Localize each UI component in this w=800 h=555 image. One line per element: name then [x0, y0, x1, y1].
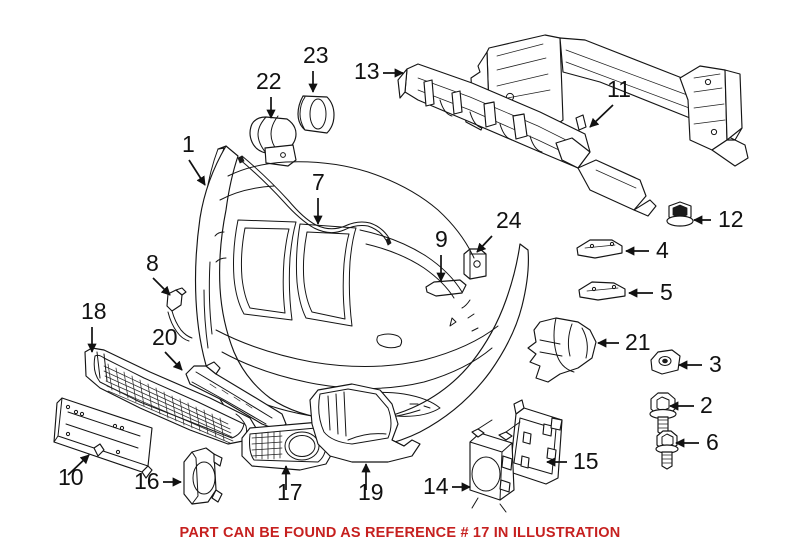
part-side-support-rail [185, 361, 295, 439]
callout-number-19[interactable]: 19 [358, 479, 384, 505]
callout-number-22[interactable]: 22 [256, 68, 282, 94]
callout-number-20[interactable]: 20 [152, 324, 178, 350]
callout-leader-20 [164, 351, 183, 371]
part-lower-air-duct-trim [309, 383, 421, 463]
callout-number-6[interactable]: 6 [706, 429, 719, 455]
callout-number-2[interactable]: 2 [700, 392, 713, 418]
footer-reference-note: PART CAN BE FOUND AS REFERENCE # 17 IN I… [179, 525, 621, 541]
part-sensor-mounting-plate [509, 399, 563, 485]
part-small-clip-bracket [166, 287, 193, 342]
part-upper-reinforcement-carrier [397, 63, 657, 217]
callout-number-24[interactable]: 24 [496, 207, 522, 233]
callout-leader-11 [589, 104, 614, 128]
callout-number-1[interactable]: 1 [182, 131, 195, 157]
callout-number-10[interactable]: 10 [58, 464, 84, 490]
callout-number-3[interactable]: 3 [709, 351, 722, 377]
part-bracket-strip-upper [576, 239, 623, 259]
callout-leader-24 [476, 235, 493, 253]
callout-number-17[interactable]: 17 [277, 479, 303, 505]
part-sensor-retaining-ring [297, 95, 335, 134]
callout-number-14[interactable]: 14 [423, 473, 449, 499]
part-mounting-block-bracket [463, 248, 487, 280]
callout-number-21[interactable]: 21 [625, 329, 651, 355]
part-flange-lock-nut [666, 201, 694, 227]
callout-number-9[interactable]: 9 [435, 226, 448, 252]
callout-number-12[interactable]: 12 [718, 206, 744, 232]
callout-leaders [67, 68, 711, 492]
callout-number-13[interactable]: 13 [354, 58, 380, 84]
callout-number-18[interactable]: 18 [81, 298, 107, 324]
part-speed-nut-clip [650, 349, 681, 375]
callout-leader-8 [152, 277, 171, 296]
callout-number-7[interactable]: 7 [312, 169, 325, 195]
callout-number-11[interactable]: 11 [607, 76, 631, 102]
callout-leader-1 [188, 159, 206, 186]
part-license-plate-bracket [53, 397, 153, 479]
callout-number-15[interactable]: 15 [573, 448, 599, 474]
part-fog-light-cover-trim [183, 447, 223, 505]
callout-number-16[interactable]: 16 [134, 468, 160, 494]
part-hex-flange-bolt-small [655, 430, 679, 470]
part-upper-seal-strip [237, 155, 392, 246]
part-air-duct-housing [527, 317, 597, 383]
callout-number-23[interactable]: 23 [303, 42, 329, 68]
callout-number-5[interactable]: 5 [660, 279, 673, 305]
part-center-lower-grille [84, 347, 257, 445]
part-hex-flange-bolt-large [649, 392, 677, 436]
callout-leader-10 [67, 454, 90, 476]
callout-number-4[interactable]: 4 [656, 237, 669, 263]
part-bracket-strip-lower [578, 281, 626, 301]
part-park-distance-sensor [249, 115, 297, 167]
part-distance-control-sensor-module [469, 419, 521, 513]
callout-number-8[interactable]: 8 [146, 250, 159, 276]
